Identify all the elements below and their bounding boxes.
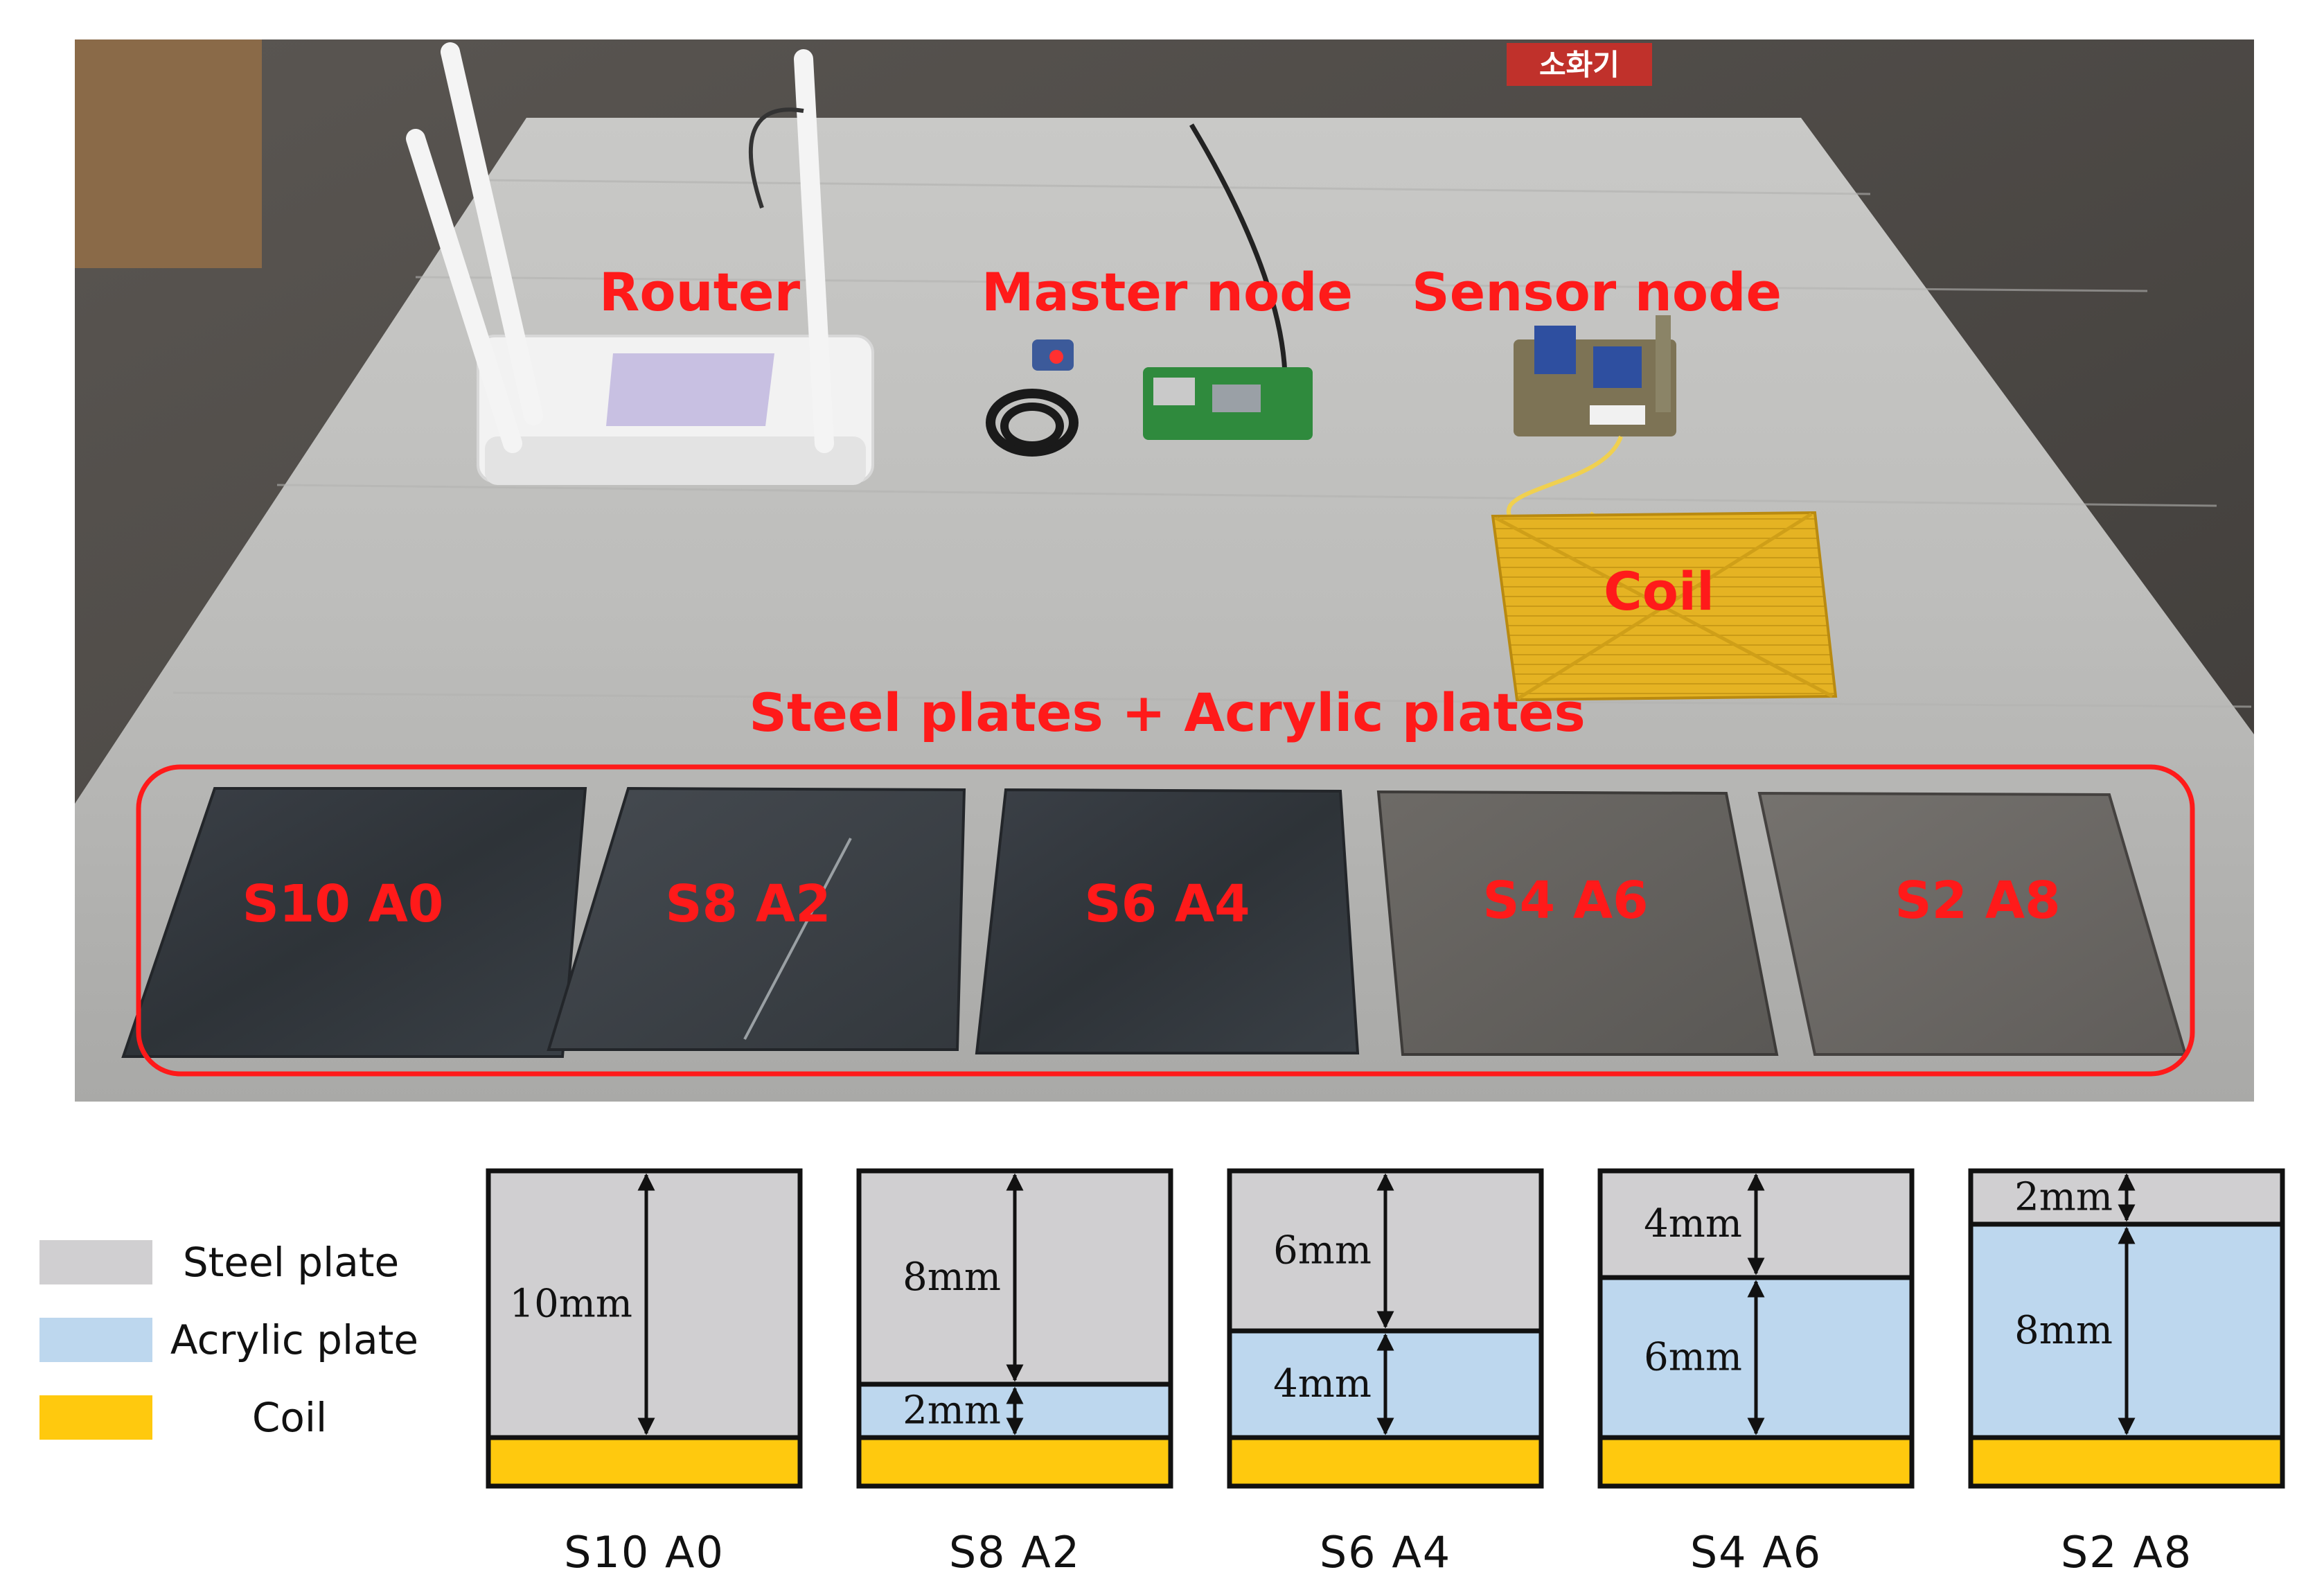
coil-layer: [486, 1435, 803, 1489]
plate-label-3: S6 A4: [1084, 874, 1250, 934]
coil-layer: [856, 1435, 1173, 1489]
legend-acrylic-label: Acrylic plate: [170, 1316, 418, 1363]
acrylic-thickness-label: 2mm: [903, 1388, 1001, 1433]
stack-5: 2mm 8mm S2 A8: [1968, 1168, 2285, 1578]
plates-highlight-box: [136, 764, 2195, 1077]
steel-thickness-label: 6mm: [1273, 1228, 1372, 1273]
steel-thickness-label: 8mm: [903, 1255, 1001, 1300]
cabinet: [75, 39, 262, 268]
acrylic-thickness-label: 4mm: [1273, 1361, 1372, 1406]
acrylic-thickness-label: 6mm: [1644, 1335, 1742, 1380]
stack-caption: S10 A0: [564, 1527, 725, 1578]
coil-layer: [1597, 1435, 1915, 1489]
plate-4: [1376, 790, 1779, 1056]
steel-thickness-label: 2mm: [2014, 1175, 2113, 1220]
table-grain: [172, 179, 2252, 708]
sensor-node-device: [1506, 315, 1676, 530]
coil-layer: [1227, 1435, 1544, 1489]
stack-caption: S4 A6: [1690, 1527, 1822, 1578]
stack-4: 4mm 6mm S4 A6: [1597, 1168, 1915, 1578]
plate-label-2: S8 A2: [665, 874, 831, 934]
master-node-label: Master node: [982, 261, 1353, 323]
legend-acrylic-swatch: [39, 1318, 152, 1362]
plate-label-5: S2 A8: [1895, 871, 2060, 930]
master-node-device: [986, 123, 1313, 457]
plate-2: [547, 786, 966, 1051]
steel-thickness-label: 4mm: [1644, 1201, 1742, 1246]
plate-label-1: S10 A0: [242, 874, 444, 934]
router-device: [406, 42, 874, 485]
plate-1: [121, 787, 587, 1058]
coil-label: Coil: [1604, 560, 1714, 622]
coil-layer: [1968, 1435, 2285, 1489]
router-label: Router: [599, 261, 801, 323]
steel-thickness-label: 10mm: [510, 1282, 632, 1327]
stack-caption: S6 A4: [1320, 1527, 1451, 1578]
plates-group-label: Steel plates + Acrylic plates: [749, 682, 1585, 743]
legend-steel-swatch: [39, 1240, 152, 1284]
coil-device: [1491, 511, 1838, 702]
plate-label-4: S4 A6: [1482, 871, 1648, 930]
legend-coil-label: Coil: [252, 1394, 327, 1441]
legend-coil-swatch: [39, 1395, 152, 1440]
plate-3: [975, 788, 1360, 1054]
legend-steel-label: Steel plate: [183, 1239, 399, 1286]
stack-3: 6mm 4mm S6 A4: [1227, 1168, 1544, 1578]
legend: Steel plate Acrylic plate Coil: [39, 1239, 418, 1441]
fire-extinguisher-sign-text: 소화기: [1539, 48, 1620, 82]
fire-extinguisher-sign: [1507, 43, 1652, 86]
sensor-node-label: Sensor node: [1412, 261, 1782, 323]
acrylic-thickness-label: 8mm: [2014, 1308, 2113, 1353]
stack-caption: S8 A2: [949, 1527, 1081, 1578]
stack-caption: S2 A8: [2061, 1527, 2192, 1578]
stack-2: 8mm 2mm S8 A2: [856, 1168, 1173, 1578]
